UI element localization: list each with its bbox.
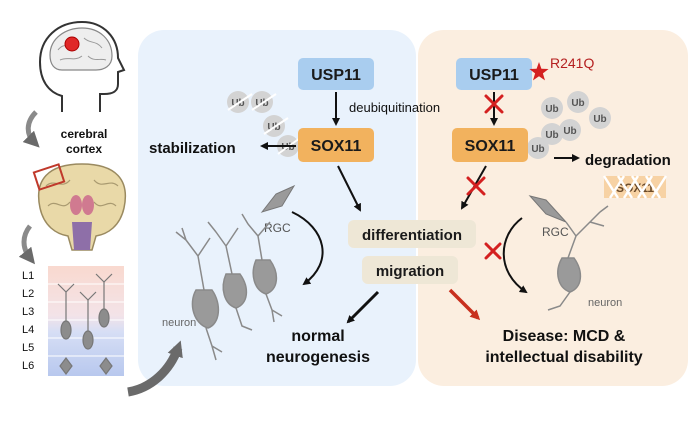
- layer-label-2: L2: [22, 288, 34, 300]
- ub-icon: Ub: [545, 130, 558, 141]
- sox11-box: [298, 128, 374, 162]
- layer-label-5: L5: [22, 342, 34, 354]
- head-icon: [38, 20, 126, 112]
- neuron-label: neuron: [162, 317, 196, 329]
- layer-neurons-icon: [57, 273, 113, 375]
- ub-icon: Ub: [563, 126, 576, 137]
- degradation-label: degradation: [585, 152, 671, 169]
- ub-cluster-right: Ub Ub Ub Ub Ub Ub: [527, 91, 611, 159]
- to-normal-arrow: [346, 290, 380, 324]
- layer-label-1: L1: [22, 270, 34, 282]
- migration-box: [362, 256, 458, 284]
- layer-label-4: L4: [22, 324, 34, 336]
- usp11-mutant-box: [456, 58, 532, 90]
- differentiation-box: [348, 220, 476, 248]
- neuron-icon-right: [547, 205, 609, 311]
- ub-icon: Ub: [531, 144, 544, 155]
- cortex-label-line1: cerebral: [61, 127, 108, 141]
- neuron-label-right: neuron: [588, 297, 622, 309]
- ub-icon: Ub: [593, 114, 606, 125]
- curved-arrow-up-icon: [127, 340, 183, 397]
- neurons-icon: [175, 213, 283, 361]
- sox11-mutant-label: SOX11: [465, 138, 516, 155]
- rgc-label: RGC: [264, 221, 291, 235]
- degraded-sox11-label: SOX11: [616, 181, 654, 195]
- disease-label-line2: intellectual disability: [485, 349, 642, 366]
- layer-label-3: L3: [22, 306, 34, 318]
- cortex-layers: [48, 266, 124, 376]
- ub-icon: Ub: [571, 98, 584, 109]
- disease-arrow: [448, 288, 481, 321]
- rgc-cell-icon: [260, 184, 296, 213]
- migration-label: migration: [376, 263, 444, 280]
- layer-label-6: L6: [22, 360, 34, 372]
- blocked-x-icon-3: [484, 242, 502, 260]
- curved-arrow-down-icon: [22, 110, 40, 148]
- usp11-label: USP11: [311, 67, 361, 84]
- blocked-x-icon-2: [466, 176, 486, 196]
- degraded-sox11-icon: SOX11: [602, 175, 668, 199]
- sox11-to-differentiation-arrow: [337, 165, 361, 212]
- mutation-label: R241Q: [550, 55, 594, 71]
- usp11-mutant-label: USP11: [469, 67, 519, 84]
- sox11-mutant-box: [452, 128, 528, 162]
- rgc-to-neuron-arrow-right: [502, 217, 528, 294]
- mutation-star-icon: [529, 62, 549, 81]
- normal-label-line1: normal: [291, 328, 344, 345]
- differentiation-label: differentiation: [362, 227, 462, 244]
- ub-icon: Ub: [545, 104, 558, 115]
- ub-cluster-left: Ub Ub Ub Ub: [227, 91, 301, 157]
- blocked-x-icon: [484, 94, 504, 114]
- disease-label-line1: Disease: MCD &: [503, 328, 626, 345]
- rgc-label-right: RGC: [542, 225, 569, 239]
- sox11-label: SOX11: [311, 138, 362, 155]
- normal-label-line2: neurogenesis: [266, 349, 370, 366]
- deubiquitination-label: deubiquitination: [349, 100, 440, 115]
- rgc-to-neuron-arrow: [291, 211, 324, 286]
- curved-arrow-down-icon-2: [18, 224, 35, 265]
- usp11-box: [298, 58, 374, 90]
- brain-section-icon: [32, 163, 126, 251]
- cortex-label-line2: cortex: [66, 142, 102, 156]
- stabilization-label: stabilization: [149, 140, 236, 157]
